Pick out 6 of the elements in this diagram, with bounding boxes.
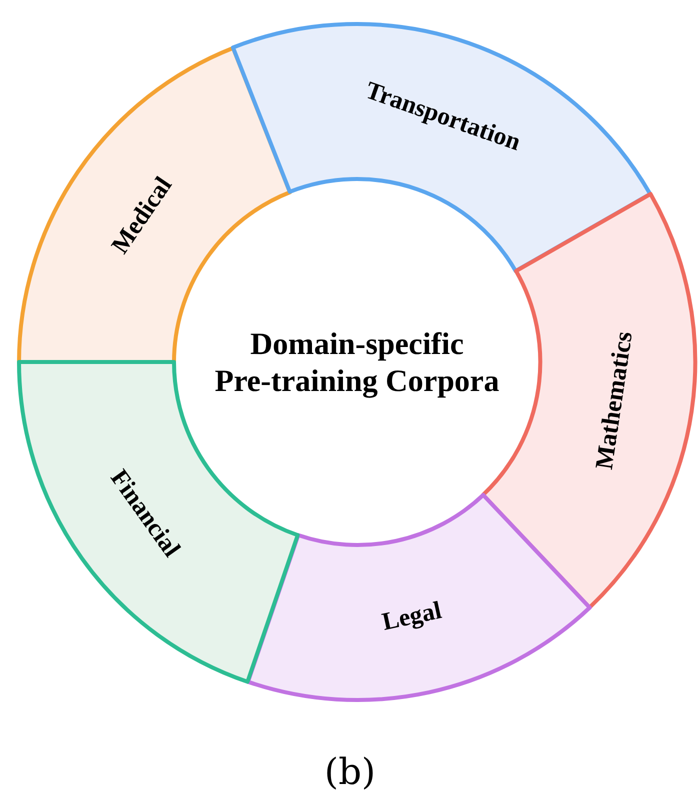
segment-label: Legal <box>380 598 444 636</box>
ring-segment <box>231 22 652 274</box>
figure-caption: (b) <box>323 752 377 793</box>
center-title: Domain-specific Pre-training Corpora <box>214 324 500 400</box>
ring-segment <box>246 492 592 702</box>
segment-label: Mathematics <box>592 330 638 471</box>
